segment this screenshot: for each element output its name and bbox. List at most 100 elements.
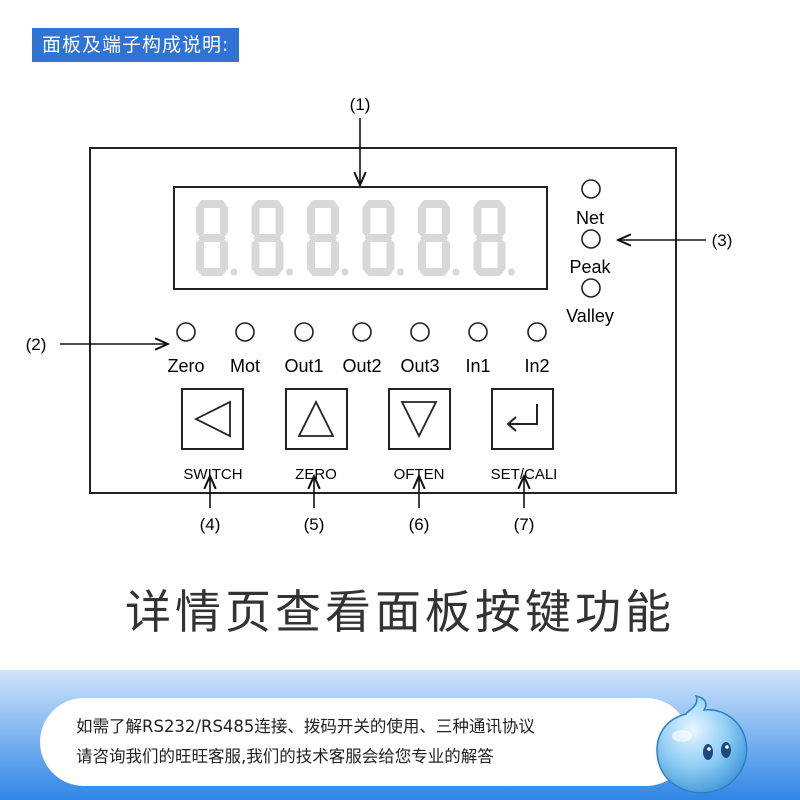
segment-g (364, 234, 393, 242)
segment-e (362, 239, 371, 273)
decimal-point (452, 268, 460, 276)
led-valley-label: Valley (566, 306, 614, 326)
segment-b (331, 203, 339, 237)
status-led-indicator (176, 322, 196, 342)
status-led-label: Out2 (342, 356, 381, 376)
callout-2: (2) (26, 335, 47, 354)
callout-1: (1) (350, 95, 371, 114)
left-triangle-icon (193, 400, 231, 438)
segment-d (253, 268, 282, 276)
contact-note-line-2: 请咨询我们的旺旺客服,我们的技术客服会给您专业的解答 (76, 747, 494, 766)
decimal-point (397, 268, 404, 276)
led-peak-indicator (581, 229, 601, 249)
segment-c (442, 239, 450, 273)
status-led-label: In1 (465, 356, 490, 376)
segment-b (497, 203, 506, 237)
segment-f (196, 203, 204, 237)
segment-c (331, 239, 339, 273)
segment-g (253, 234, 282, 242)
segment-c (220, 239, 228, 273)
segment-c (497, 239, 506, 273)
callout-6: (6) (409, 515, 430, 534)
segment-a (198, 200, 226, 208)
often-key-label: OFTEN (394, 466, 445, 483)
switch-key-label: SWITCH (183, 466, 242, 483)
segment-f (362, 203, 371, 237)
status-led-zero: Zero (167, 322, 205, 376)
segment-d (475, 268, 504, 276)
segment-a (253, 200, 282, 208)
status-led-out3: Out3 (400, 322, 440, 376)
zero-key-frame[interactable] (285, 388, 348, 450)
segment-d (420, 268, 448, 276)
status-led-indicator (235, 322, 255, 342)
segment-g (309, 234, 337, 242)
status-led-indicator (294, 322, 314, 342)
segment-d (309, 268, 337, 276)
side-led-valley: Valley (566, 278, 614, 326)
contact-note: 如需了解RS232/RS485连接、拨码开关的使用、三种通讯协议 请咨询我们的旺… (40, 698, 690, 786)
status-led-in1: In1 (465, 322, 491, 376)
segment-f (473, 203, 482, 237)
segment-a (420, 200, 448, 208)
zero-key[interactable]: ZERO (285, 388, 348, 483)
callout-7: (7) (514, 515, 535, 534)
side-led-peak: Peak (569, 229, 612, 277)
set-cali-key[interactable]: SET/CALI (491, 388, 558, 483)
seven-segment-digits (196, 200, 515, 276)
often-key-frame[interactable] (388, 388, 451, 450)
switch-key[interactable]: SWITCH (181, 388, 244, 483)
status-led-label: Out3 (400, 356, 439, 376)
segment-g (198, 234, 226, 242)
status-led-out2: Out2 (342, 322, 382, 376)
segment-g (475, 234, 504, 242)
decimal-point (508, 268, 515, 276)
status-led-label: Out1 (284, 356, 323, 376)
status-led-indicator (410, 322, 430, 342)
status-led-indicator (527, 322, 547, 342)
status-led-label: Mot (230, 356, 260, 376)
led-valley-indicator (581, 278, 601, 298)
often-key[interactable]: OFTEN (388, 388, 451, 483)
switch-key-frame[interactable] (181, 388, 244, 450)
segment-f (251, 203, 260, 237)
segment-b (386, 203, 395, 237)
set-cali-key-label: SET/CALI (491, 466, 558, 483)
segment-d (198, 268, 226, 276)
up-triangle-icon (297, 399, 335, 437)
contact-note-line-1: 如需了解RS232/RS485连接、拨码开关的使用、三种通讯协议 (76, 717, 535, 736)
status-led-mot: Mot (230, 322, 260, 376)
decimal-point (341, 268, 349, 276)
segment-b (275, 203, 284, 237)
segment-f (418, 203, 426, 237)
segment-a (364, 200, 393, 208)
callout-4: (4) (200, 515, 221, 534)
status-led-label: In2 (524, 356, 549, 376)
segment-e (251, 239, 260, 273)
callout-5: (5) (304, 515, 325, 534)
set-cali-key-frame[interactable] (491, 388, 554, 450)
enter-arrow-icon (506, 404, 538, 432)
callout-3: (3) (712, 231, 733, 250)
zero-key-label: ZERO (295, 466, 337, 483)
caption-heading: 详情页查看面板按键功能 (125, 585, 675, 639)
panel-diagram: (1) (3) (2) Net Peak Valley Zero Mot Out… (26, 95, 733, 534)
down-triangle-icon (400, 401, 438, 439)
status-led-out1: Out1 (284, 322, 324, 376)
segment-a (309, 200, 337, 208)
led-net-label: Net (576, 208, 604, 228)
segment-b (442, 203, 450, 237)
decimal-point (286, 268, 293, 276)
segment-d (364, 268, 393, 276)
status-led-indicator (468, 322, 488, 342)
segment-b (220, 203, 228, 237)
led-peak-label: Peak (569, 257, 611, 277)
segment-e (473, 239, 482, 273)
segment-g (420, 234, 448, 242)
status-led-indicator (352, 322, 372, 342)
status-led-in2: In2 (524, 322, 550, 376)
segment-c (275, 239, 284, 273)
segment-a (475, 200, 504, 208)
led-net-indicator (581, 179, 601, 199)
side-led-net: Net (576, 179, 604, 228)
